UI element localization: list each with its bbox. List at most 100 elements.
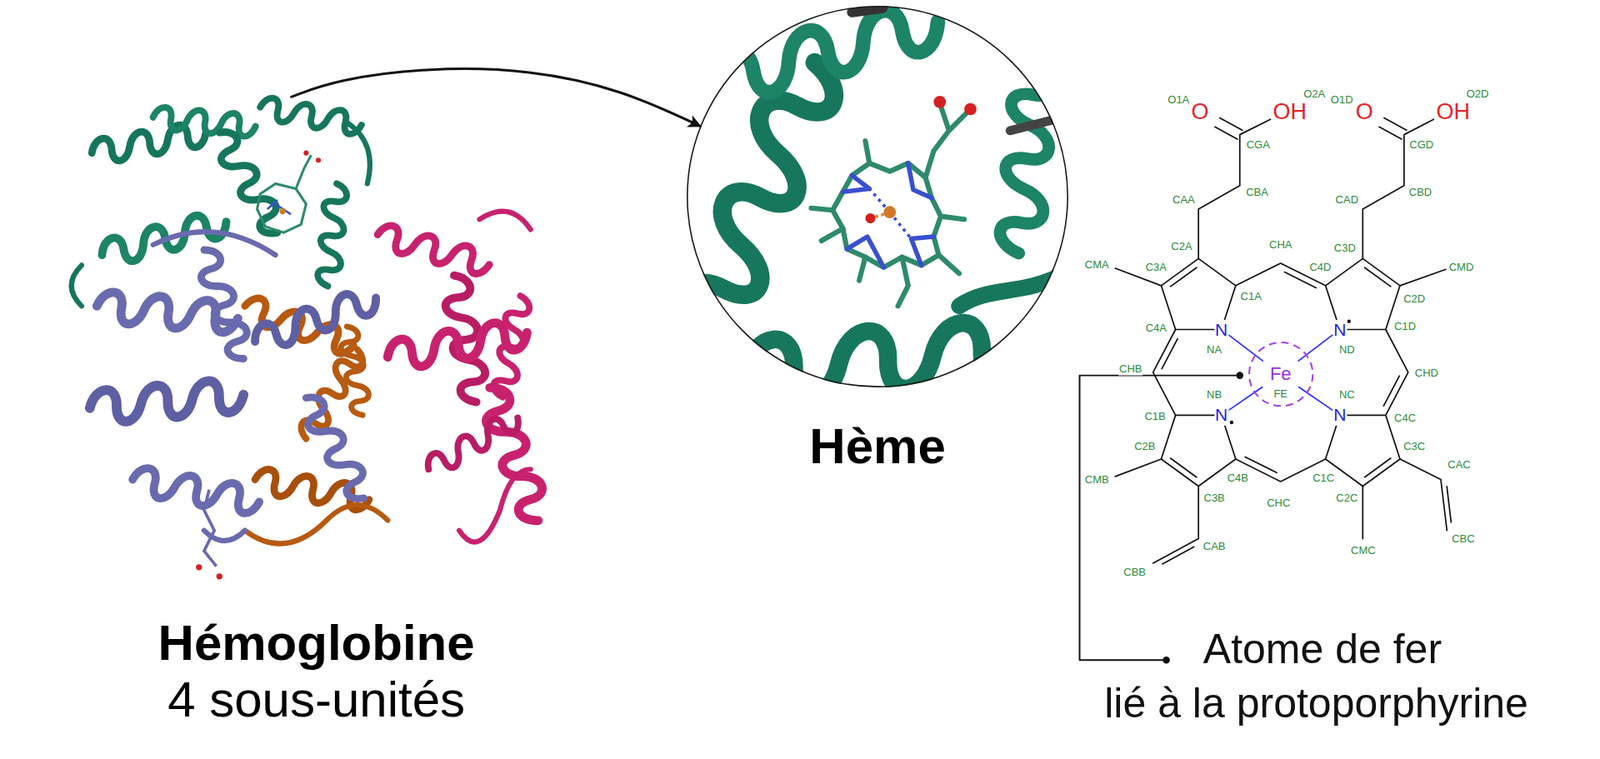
callout-text: Atome de fer bbox=[1202, 625, 1443, 675]
atom-label: CBD bbox=[1408, 186, 1433, 200]
atom-label: FE bbox=[1272, 387, 1289, 400]
figure-part bbox=[883, 205, 896, 219]
figure-part bbox=[346, 122, 370, 184]
atom-label: NB bbox=[1205, 388, 1223, 401]
figure-part bbox=[491, 294, 531, 400]
atom-label: C1B bbox=[1143, 410, 1166, 423]
atom-label: C1D bbox=[1393, 320, 1417, 333]
atom-label: C2B bbox=[1133, 440, 1156, 454]
atom-label: CHB bbox=[1118, 363, 1143, 376]
purple-subunit bbox=[88, 231, 381, 580]
figure-part bbox=[851, 8, 883, 13]
atom-label: C4B bbox=[1226, 472, 1250, 485]
figure-part bbox=[1153, 263, 1409, 482]
oxygen-symbol: OH bbox=[1272, 99, 1309, 125]
atom-label: C3C bbox=[1402, 440, 1426, 454]
figure-part bbox=[673, 0, 1082, 409]
figure-part bbox=[295, 155, 311, 189]
atom-label: C2A bbox=[1170, 240, 1193, 254]
figure-part bbox=[337, 325, 373, 417]
magenta-subunit bbox=[374, 210, 553, 542]
oxygen-symbol: O bbox=[1190, 99, 1210, 125]
atom-label: CAC bbox=[1446, 459, 1471, 472]
orange-subunit bbox=[240, 294, 389, 544]
green-subunit bbox=[71, 96, 370, 307]
figure-part bbox=[192, 245, 255, 364]
atom-label: ND bbox=[1338, 344, 1356, 357]
figure-part bbox=[1229, 335, 1333, 410]
atom-label: NA bbox=[1205, 344, 1223, 357]
figure-part bbox=[71, 0, 1452, 665]
figure-part bbox=[295, 391, 375, 505]
atom-label: CMD bbox=[1448, 260, 1475, 274]
atom-label: O1D bbox=[1330, 94, 1355, 107]
zoom-circle bbox=[687, 6, 1068, 387]
atom-label: CAB bbox=[1202, 540, 1227, 554]
atom-label: CGA bbox=[1245, 138, 1271, 151]
figure-part bbox=[245, 505, 388, 544]
figure-part bbox=[1215, 118, 1407, 140]
figure-part bbox=[280, 208, 286, 215]
figure-subtitle: 4 sous-unités bbox=[166, 670, 466, 728]
figure-part bbox=[865, 213, 875, 224]
oxygen-symbol: O bbox=[1355, 99, 1375, 125]
atom-label: CMC bbox=[1350, 545, 1377, 558]
figure-part bbox=[475, 382, 553, 526]
atom-label: CHA bbox=[1268, 238, 1293, 251]
figure-part bbox=[842, 163, 934, 268]
figure-part bbox=[459, 469, 531, 542]
atom-label: O2D bbox=[1465, 87, 1490, 100]
figure-part bbox=[742, 317, 1030, 403]
atom-label: C4C bbox=[1393, 412, 1417, 425]
atom-label: C1C bbox=[1311, 472, 1335, 485]
atom-label: C3A bbox=[1145, 260, 1168, 274]
figure-part bbox=[1080, 375, 1238, 661]
figure-part bbox=[303, 150, 309, 156]
figure-part bbox=[998, 59, 1057, 255]
atom-label: CGD bbox=[1408, 138, 1435, 151]
figure-part bbox=[480, 210, 531, 230]
nitrogen-symbol: N bbox=[1332, 405, 1347, 425]
atom-label: C2C bbox=[1335, 491, 1359, 505]
figure-part bbox=[315, 157, 321, 163]
atom-label: O1A bbox=[1166, 94, 1190, 107]
figure-part bbox=[374, 222, 493, 277]
figure-part bbox=[152, 106, 257, 138]
atom-label: CMB bbox=[1084, 473, 1110, 486]
heme-structure bbox=[1080, 118, 1452, 665]
figure-part bbox=[216, 573, 223, 580]
figure-part bbox=[1162, 486, 1452, 565]
callout-text: lié à la protoporphyrine bbox=[1103, 680, 1530, 729]
oxygen-symbol: OH bbox=[1435, 99, 1471, 125]
figure-part bbox=[250, 285, 380, 355]
iron-atom-circle: FeFE bbox=[1248, 341, 1314, 407]
figure-part bbox=[1170, 267, 1391, 478]
nitrogen-symbol: N bbox=[1214, 405, 1229, 425]
figure-part bbox=[1161, 272, 1400, 474]
figure-part bbox=[707, 0, 945, 106]
atom-symbol: Fe bbox=[1269, 364, 1293, 385]
figure-part bbox=[964, 103, 977, 116]
dashed-circle bbox=[1249, 342, 1313, 406]
atom-label: C4A bbox=[1145, 322, 1168, 335]
atom-label: CAA bbox=[1171, 194, 1196, 207]
figure-part bbox=[959, 275, 1061, 307]
figure-part bbox=[257, 183, 307, 233]
figure-part bbox=[258, 96, 364, 136]
atom-label: CBA bbox=[1245, 186, 1270, 200]
atom-label: CHD bbox=[1414, 367, 1440, 380]
atom-label: C3B bbox=[1202, 491, 1225, 505]
figure-part bbox=[1230, 420, 1234, 425]
figure-part bbox=[1325, 415, 1400, 486]
atom-label: O2A bbox=[1302, 87, 1326, 100]
figure-title: Hème bbox=[808, 417, 946, 475]
figure-part bbox=[204, 490, 217, 567]
figure-part bbox=[71, 265, 82, 306]
figure-part bbox=[130, 465, 262, 515]
figure-title: Hémoglobine bbox=[157, 614, 476, 672]
figure-part bbox=[1115, 119, 1447, 564]
atom-label: C2D bbox=[1402, 292, 1426, 305]
figure-part bbox=[1160, 415, 1235, 486]
nitrogen-symbol: N bbox=[1332, 319, 1347, 340]
